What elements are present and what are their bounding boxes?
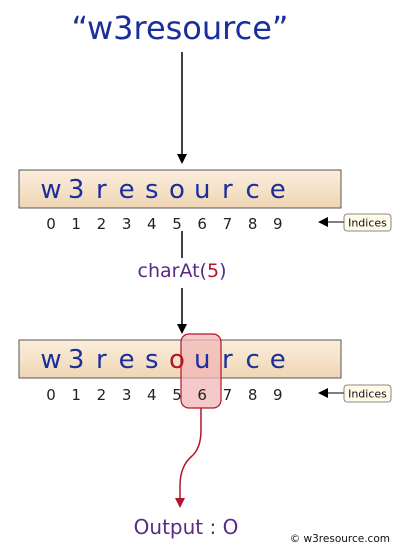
method-call-prefix: charAt( [138, 260, 207, 282]
string-char: e [270, 175, 286, 205]
string-char: o [169, 345, 185, 375]
index-label: 5 [172, 386, 182, 404]
index-label: 2 [97, 215, 107, 233]
string-box-bottom [18, 339, 342, 379]
indices-tag-label-bottom: Indices [348, 388, 387, 401]
output-label: Output : O [134, 515, 239, 539]
credit-text: © w3resource.com [290, 533, 390, 545]
title-string: “w3resource” [72, 9, 289, 47]
string-char: u [194, 345, 210, 375]
string-char: c [245, 175, 259, 205]
index-label: 8 [248, 386, 258, 404]
string-box-top [18, 169, 342, 209]
string-char: s [145, 345, 159, 375]
index-label: 4 [147, 386, 157, 404]
indices-tag-bottom [343, 384, 392, 403]
index-label: 9 [273, 215, 283, 233]
string-char: o [169, 175, 185, 205]
indices-tag-top [343, 213, 392, 232]
index-label: 7 [223, 386, 233, 404]
index-label: 5 [172, 215, 182, 233]
index-label: 8 [248, 215, 258, 233]
index-label: 0 [46, 386, 56, 404]
method-call-label: charAt(5) [138, 260, 227, 282]
string-char: u [194, 175, 210, 205]
method-call-suffix: ) [219, 260, 226, 282]
index-label: 6 [197, 215, 207, 233]
index-label: 1 [71, 215, 81, 233]
index-label: 4 [147, 215, 157, 233]
index-label: 3 [122, 386, 132, 404]
index-label: 3 [122, 215, 132, 233]
string-char: r [222, 175, 233, 205]
method-call-argument: 5 [207, 260, 219, 282]
index-label: 9 [273, 386, 283, 404]
index-label: 1 [71, 386, 81, 404]
string-char: r [96, 345, 107, 375]
string-char: s [145, 175, 159, 205]
indices-tag-label-top: Indices [348, 217, 387, 230]
string-char: r [96, 175, 107, 205]
string-char: w [40, 345, 61, 375]
string-char: 3 [68, 175, 85, 205]
output-arrow [175, 408, 202, 508]
index-label: 6 [197, 386, 207, 404]
string-char: c [245, 345, 259, 375]
string-char: e [270, 345, 286, 375]
index-label: 0 [46, 215, 56, 233]
string-char: e [119, 345, 135, 375]
string-char: r [222, 345, 233, 375]
string-char: e [119, 175, 135, 205]
index-label: 7 [223, 215, 233, 233]
string-char: w [40, 175, 61, 205]
index-label: 2 [97, 386, 107, 404]
string-char: 3 [68, 345, 85, 375]
